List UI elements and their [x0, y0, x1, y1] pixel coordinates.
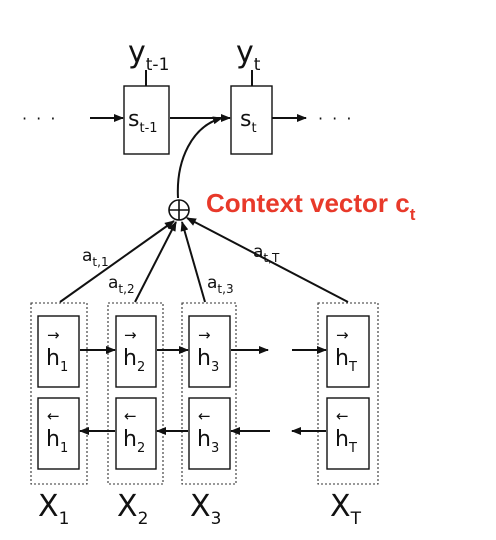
- backward-hidden-1-box: [37, 397, 80, 470]
- backward-arrow-2-icon: ←: [124, 407, 137, 425]
- backward-hidden-T-box: [326, 397, 370, 470]
- state-s-t-label: st: [240, 107, 257, 136]
- attention-line-2: [134, 221, 177, 303]
- input-x-1: X1: [38, 489, 69, 529]
- input-x-T: XT: [330, 489, 362, 529]
- backward-hidden-T-label: hT: [335, 427, 357, 456]
- backward-hidden-1-label: h1: [46, 427, 68, 456]
- backward-arrow-1-icon: ←: [47, 407, 60, 425]
- attention-line-1: [59, 220, 175, 303]
- forward-hidden-T-label: hT: [335, 346, 357, 375]
- forward-hidden-T-box: [326, 315, 370, 388]
- forward-hidden-3-label: h3: [197, 346, 219, 375]
- forward-hidden-3-box: [188, 315, 231, 388]
- state-s-t-box: [230, 85, 273, 155]
- forward-hidden-1-box: [37, 315, 80, 388]
- state-s-prev-box: [123, 85, 170, 155]
- weight-label-T: at,T: [253, 242, 280, 265]
- attention-line-T: [186, 217, 349, 303]
- attention-line-3: [180, 221, 206, 303]
- forward-hidden-2-label: h2: [123, 346, 145, 375]
- backward-hidden-2-box: [115, 397, 157, 470]
- forward-arrow-3-icon: →: [198, 326, 211, 344]
- backward-hidden-2-label: h2: [123, 427, 145, 456]
- input-x-2: X2: [117, 489, 148, 529]
- backward-hidden-3-box: [188, 397, 231, 470]
- forward-hidden-1-label: h1: [46, 346, 68, 375]
- ellipsis-left: · · ·: [22, 109, 57, 128]
- backward-hidden-3-label: h3: [197, 427, 219, 456]
- encoder-column-3: [181, 302, 237, 485]
- forward-hidden-2-box: [115, 315, 157, 388]
- forward-arrow-2-icon: →: [124, 326, 137, 344]
- backward-arrow-3-icon: ←: [198, 407, 211, 425]
- weight-label-3: at,3: [207, 273, 234, 296]
- encoder-column-1: [30, 302, 88, 485]
- input-x-3: X3: [190, 489, 221, 529]
- ellipsis-right: · · ·: [318, 109, 353, 128]
- encoder-column-T: [317, 302, 379, 485]
- encoder-column-2: [107, 302, 164, 485]
- backward-arrow-T-icon: ←: [336, 407, 349, 425]
- output-y-t: yt: [236, 35, 261, 75]
- context-vector-label: Context vector ct: [206, 188, 416, 224]
- forward-arrow-T-icon: →: [336, 326, 349, 344]
- forward-arrow-1-icon: →: [47, 326, 60, 344]
- weight-label-2: at,2: [108, 273, 135, 296]
- weight-label-1: at,1: [82, 246, 109, 269]
- context-arrow: [176, 116, 223, 199]
- output-y-prev: yt-1: [128, 35, 169, 75]
- state-s-prev-label: st-1: [128, 107, 158, 136]
